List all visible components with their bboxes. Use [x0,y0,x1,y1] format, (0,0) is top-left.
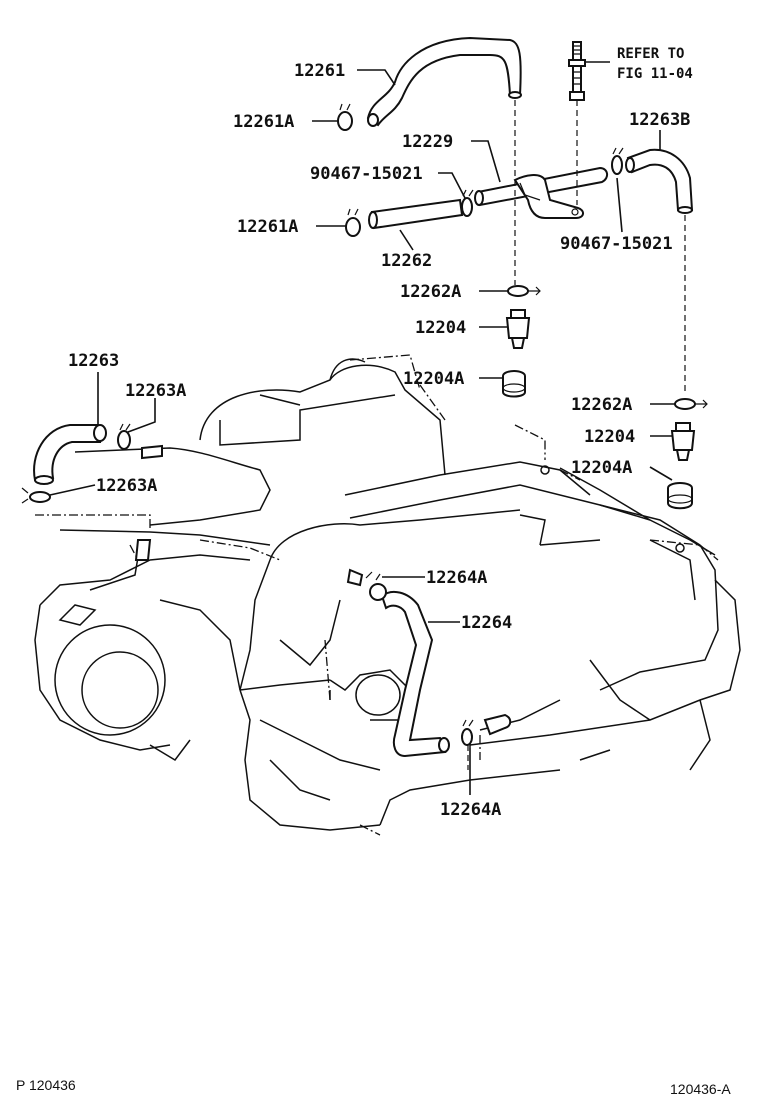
label-12204-mid: 12204 [415,318,466,338]
valve-12204-right [670,422,696,461]
clip-12262A-right [674,398,708,410]
footer-illustration-code: 120436-A [670,1081,731,1097]
footer-figure-code: P 120436 [16,1077,76,1093]
leader-lines [49,61,675,795]
label-12263A-top: 12263A [125,381,186,401]
clip-12262A-mid [507,285,541,297]
clamp-12261A-mid [345,208,361,237]
label-12263A-bottom: 12263A [96,476,157,496]
clamp-12264A-top [365,571,381,581]
clamp-12263A-bottom [21,487,51,504]
label-12262A-mid: 12262A [400,282,461,302]
bolt-stud [568,41,586,101]
label-12204A-mid: 12204A [403,369,464,389]
clamp-12261A-top [337,103,353,131]
grommet-12204A-mid [502,370,526,398]
label-90467-right: 90467-15021 [560,234,673,254]
label-90467-left: 90467-15021 [310,164,423,184]
hose-12263B [625,148,694,214]
hose-12261 [366,36,522,127]
label-12261A-mid: 12261A [237,217,298,237]
hose-12262 [368,198,464,230]
hose-12264 [369,583,450,758]
refer-note-line1: REFER TO [617,46,684,62]
alignment-lines [467,100,686,770]
refer-note-line2: FIG 11-04 [617,66,693,82]
label-12264A-top: 12264A [426,568,487,588]
pipe-12229 [474,166,608,219]
label-12261A-top: 12261A [233,112,294,132]
clamp-90467-left [461,189,474,217]
label-12261: 12261 [294,61,345,81]
valve-12204-mid [505,309,531,349]
clamp-12264A-bottom [461,719,474,746]
label-12263: 12263 [68,351,119,371]
label-12264: 12264 [461,613,512,633]
clamp-12263A-top [117,423,131,450]
part-labels: 12261 12261A 12229 90467-15021 12261A 12… [68,61,690,820]
engine-block-outline [34,354,741,836]
label-12204-right: 12204 [584,427,635,447]
label-12264A-bottom: 12264A [440,800,501,820]
label-12262A-right: 12262A [571,395,632,415]
label-12204A-right: 12204A [571,458,632,478]
label-12262: 12262 [381,251,432,271]
grommet-12204A-right [667,482,693,510]
clamp-90467-right [611,147,624,175]
refer-note: REFER TO FIG 11-04 [617,46,693,82]
label-12263B: 12263B [629,110,690,130]
label-12229: 12229 [402,132,453,152]
